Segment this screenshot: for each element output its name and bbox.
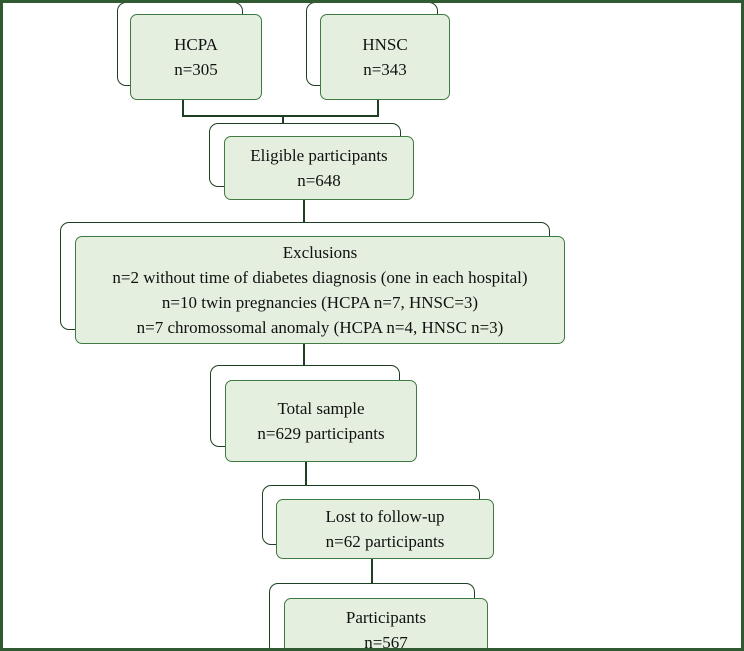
exclusion-twin-pregnancies: n=10 twin pregnancies (HCPA n=7, HNSC=3) [161,293,479,312]
total-count: n=629 participants [257,424,385,443]
connector-hcpa-down [182,99,184,117]
lost-count: n=62 participants [325,532,445,551]
connector-eligible-exclusions [303,199,305,237]
connector-lost-participants [371,558,373,598]
total-label: Total sample [277,399,365,418]
exclusions-title: Exclusions [282,243,358,262]
lost-label: Lost to follow-up [325,507,445,526]
hnsc-label: HNSC [362,35,408,54]
eligible-count: n=648 [297,171,341,190]
participants-box: Participants n=567 [284,598,488,651]
total-box: Total sample n=629 participants [225,380,417,462]
hnsc-count: n=343 [363,60,407,79]
exclusions-box: Exclusions n=2 without time of diabetes … [75,236,565,344]
hnsc-box: HNSC n=343 [320,14,450,100]
hcpa-label: HCPA [174,35,218,54]
connector-total-lost [305,461,307,501]
hcpa-count: n=305 [174,60,218,79]
eligible-label: Eligible participants [250,146,388,165]
connector-hnsc-down [377,99,379,117]
connector-merge [182,115,379,117]
connector-exclusions-total [303,343,305,383]
eligible-box: Eligible participants n=648 [224,136,414,200]
participants-label: Participants [345,608,427,627]
participants-count: n=567 [364,633,408,651]
exclusion-chromosomal-anomaly: n=7 chromossomal anomaly (HCPA n=4, HNSC… [136,318,504,337]
exclusion-diagnosis-time: n=2 without time of diabetes diagnosis (… [112,268,528,287]
hcpa-box: HCPA n=305 [130,14,262,100]
lost-box: Lost to follow-up n=62 participants [276,499,494,559]
